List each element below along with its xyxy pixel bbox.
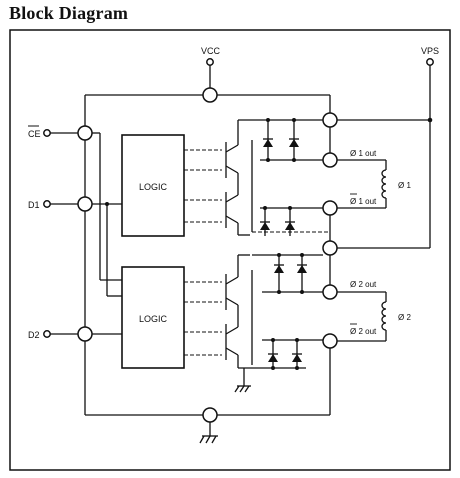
diode-2c — [268, 354, 278, 362]
logic-top-label: LOGIC — [139, 182, 168, 192]
driver-stage-1 — [225, 118, 330, 236]
phi1-coil — [381, 169, 387, 199]
phi2-out-label: Ø 2 out — [350, 280, 377, 289]
output-nodes — [322, 112, 338, 349]
ce-buffer-node — [77, 125, 93, 141]
vps-supply — [337, 58, 434, 249]
d2-buffer-node — [77, 326, 93, 342]
d2-label: D2 — [28, 330, 40, 340]
phi2-out-node — [322, 284, 338, 300]
diode-2d — [292, 354, 302, 362]
phi1-out-label: Ø 1 out — [350, 149, 377, 158]
diode-1b — [289, 139, 299, 147]
vps-pin — [426, 58, 434, 66]
vcc-label: VCC — [201, 46, 221, 56]
ce-input — [43, 125, 122, 281]
ce-pin — [43, 129, 51, 137]
diode-1a — [263, 139, 273, 147]
vps-node-1 — [322, 112, 338, 128]
vps-node-2 — [322, 240, 338, 256]
diode-2b — [297, 265, 307, 273]
logic-bottom-outputs — [184, 281, 222, 356]
phi2bar-out-label: Ø 2 out — [350, 327, 377, 336]
gnd-node — [202, 407, 218, 423]
logic-block-top — [121, 134, 185, 237]
vps-label: VPS — [421, 46, 439, 56]
diode-1d — [285, 222, 295, 230]
logic-bottom-label: LOGIC — [139, 314, 168, 324]
phi1-out-node — [322, 152, 338, 168]
phi2-label: Ø 2 — [398, 313, 411, 322]
d2-input — [43, 326, 203, 416]
phi1-label: Ø 1 — [398, 181, 411, 190]
diagram-frame — [9, 29, 451, 471]
d1-buffer-node — [77, 196, 93, 212]
vcc-pin — [206, 58, 214, 66]
phi2-output — [337, 291, 387, 342]
vcc-node — [202, 87, 218, 103]
d1-input — [43, 196, 122, 327]
phi2bar-out-node — [322, 333, 338, 349]
logic-block-bottom — [121, 266, 185, 369]
ce-label: CE — [28, 129, 41, 139]
diagram-title: Block Diagram — [9, 3, 129, 23]
driver-stage-2 — [225, 253, 323, 393]
d2-pin — [43, 330, 51, 338]
phi1-output — [337, 159, 387, 209]
phi2-coil — [381, 301, 387, 331]
d1-label: D1 — [28, 200, 40, 210]
logic-top-outputs — [184, 149, 222, 223]
diode-2a — [274, 265, 284, 273]
ground-node — [199, 348, 331, 444]
vcc-supply — [84, 58, 331, 127]
phi1bar-out-label: Ø 1 out — [350, 197, 377, 206]
diode-1c — [260, 222, 270, 230]
phi1bar-out-node — [322, 200, 338, 216]
d1-pin — [43, 200, 51, 208]
